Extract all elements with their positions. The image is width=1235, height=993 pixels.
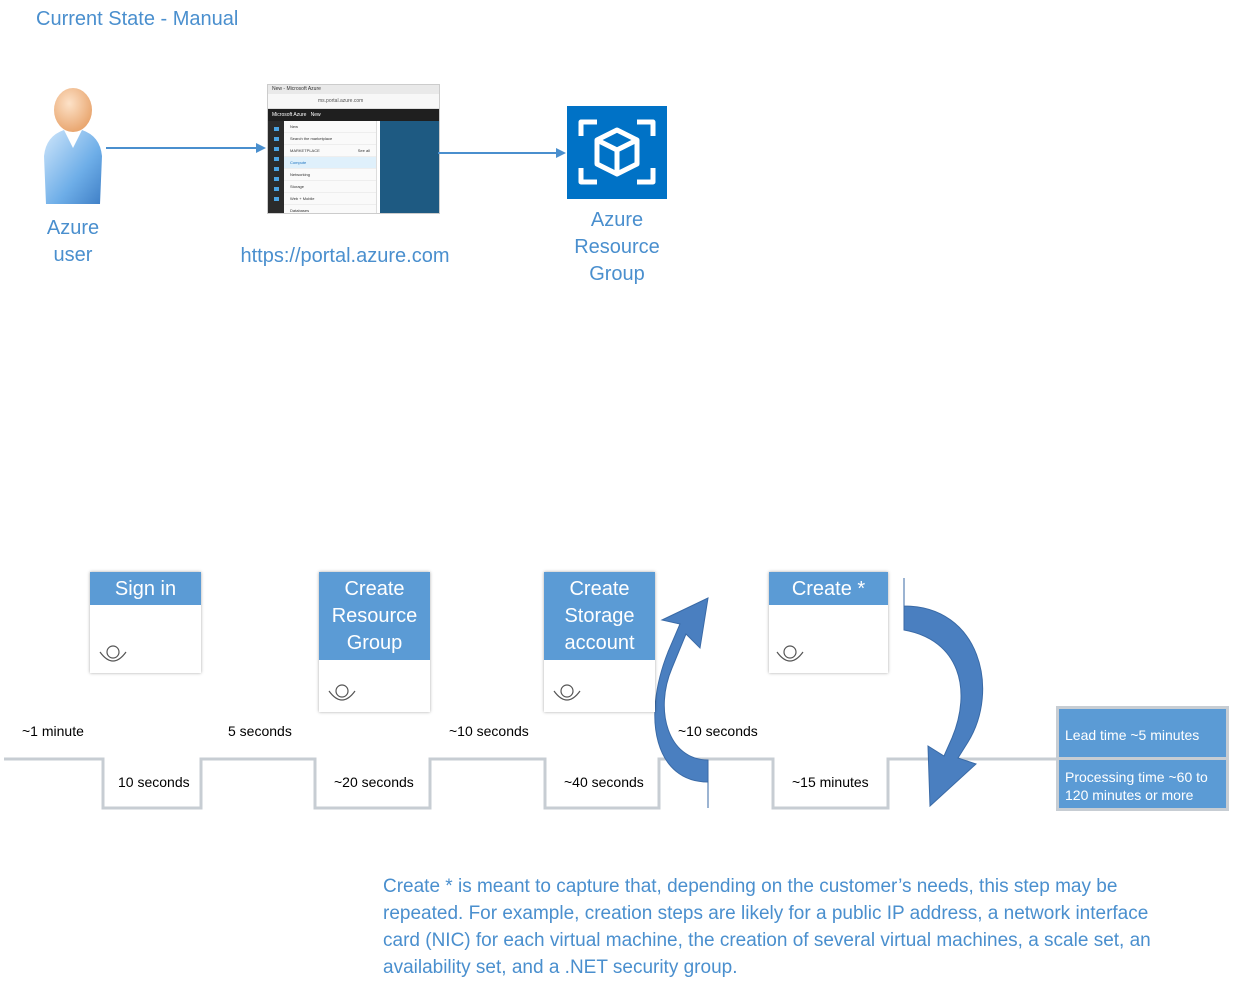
azure-user-label: Azure user (33, 215, 113, 269)
azure-brand: Microsoft Azure (272, 112, 307, 118)
blade-item: Databases (284, 205, 376, 213)
blade-title: New (284, 121, 376, 133)
loop-up-arrow (654, 597, 709, 808)
operator-icon (776, 645, 804, 662)
browser-address: ms.portal.azure.com (268, 94, 439, 109)
blade-item: Compute (284, 157, 376, 169)
process-time-1: 10 seconds (118, 774, 190, 790)
footnote-line: Create * is meant to capture that, depen… (383, 876, 1118, 897)
loop-down-arrow (903, 578, 984, 808)
step-title: Sign in (90, 572, 201, 605)
rg-label-line1: Azure (590, 209, 644, 231)
portal-url: https://portal.azure.com (240, 245, 450, 267)
resource-group-label: Azure Resource Group (557, 207, 677, 288)
step-create-repeat: Create * (769, 572, 888, 673)
user-label-line1: Azure (46, 217, 100, 239)
rg-label-line2: Resource (574, 236, 660, 258)
processing-time-line1: Processing time ~60 to (1065, 769, 1208, 785)
azure-top-bar: Microsoft Azure New (268, 109, 439, 121)
marketplace-search: Search the marketplace (284, 133, 376, 145)
footnote-line: availability set, and a .NET security gr… (383, 957, 738, 978)
wait-time-1: ~1 minute (22, 723, 84, 739)
rg-label-line3: Group (589, 263, 645, 285)
resource-group-tile (567, 106, 667, 199)
user-label-line2: user (53, 244, 93, 266)
page-title: Current State - Manual (36, 8, 239, 30)
lead-time: Lead time ~5 minutes (1065, 727, 1200, 743)
azure-dashboard-area (380, 121, 439, 213)
azure-left-nav (268, 121, 284, 213)
blade-item: Networking (284, 169, 376, 181)
operator-icon (553, 684, 581, 701)
step-title: Create * (769, 572, 888, 605)
wait-time-4: ~10 seconds (678, 723, 758, 739)
portal-screenshot: New - Microsoft Azure ms.portal.azure.co… (267, 84, 440, 214)
blade-item: Storage (284, 181, 376, 193)
new-blade: New Search the marketplace MARKETPLACE S… (284, 121, 377, 213)
processing-time-line2: 120 minutes or more (1065, 787, 1194, 803)
summary-box: Lead time ~5 minutes Processing time ~60… (1056, 706, 1229, 811)
browser-tab: New - Microsoft Azure (268, 85, 439, 94)
process-time-4: ~15 minutes (792, 774, 869, 790)
marketplace-header: MARKETPLACE See all (284, 145, 376, 157)
resource-group-icon (578, 119, 656, 185)
footnote: Create * is meant to capture that, depen… (383, 873, 1228, 981)
azure-breadcrumb: New (310, 112, 321, 118)
process-time-3: ~40 seconds (564, 774, 644, 790)
footnote-line: repeated. For example, creation steps ar… (383, 903, 1149, 924)
blade-item: Web + Mobile (284, 193, 376, 205)
step-sign-in: Sign in (90, 572, 201, 673)
process-time-2: ~20 seconds (334, 774, 414, 790)
summary-divider (1059, 757, 1226, 760)
operator-icon (328, 684, 356, 701)
wait-time-2: 5 seconds (228, 723, 292, 739)
operator-icon (99, 645, 127, 662)
user-icon (44, 88, 102, 204)
wait-time-3: ~10 seconds (449, 723, 529, 739)
timeline-line (4, 757, 1058, 810)
footnote-line: card (NIC) for each virtual machine, the… (383, 930, 1151, 951)
